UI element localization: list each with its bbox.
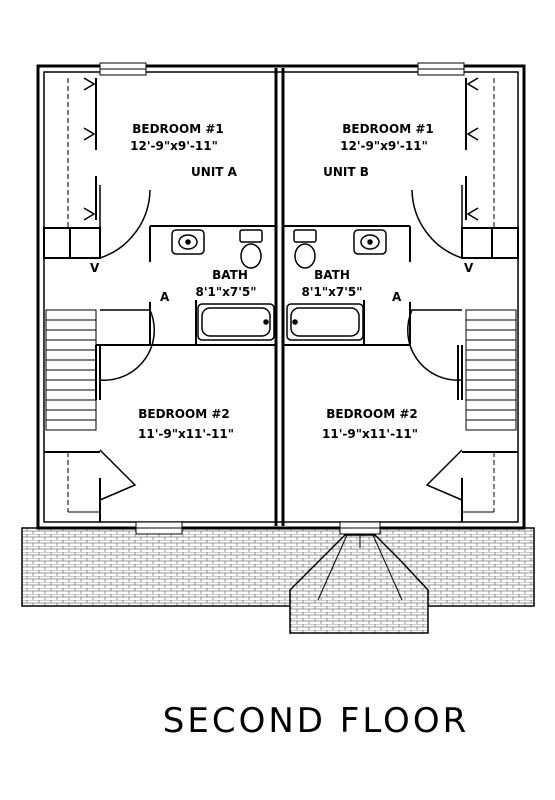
section-mark-a-a: A — [160, 290, 170, 304]
unit-a-bath-dims: 8'1"x7'5" — [196, 285, 257, 299]
unit-a-name: UNIT A — [191, 165, 238, 179]
unit-b-stairs — [465, 309, 517, 431]
unit-b-bedroom1-label: BEDROOM #1 — [342, 122, 433, 136]
unit-a-bedroom1-label: BEDROOM #1 — [132, 122, 223, 136]
unit-b-bedroom2-dims: 11'-9"x11'-11" — [322, 427, 418, 441]
section-mark-v-a: V — [90, 261, 100, 275]
unit-a-stairs — [45, 309, 97, 431]
unit-a-bedroom1-dims: 12'-9"x9'-11" — [130, 139, 218, 153]
section-mark-v-b: V — [464, 261, 474, 275]
unit-b-walls — [283, 78, 519, 522]
brick-porch — [21, 527, 535, 634]
unit-a-walls — [43, 78, 276, 522]
exterior-walls — [36, 64, 526, 530]
unit-a-bedroom2-label: BEDROOM #2 — [138, 407, 229, 421]
unit-b-name: UNIT B — [323, 165, 369, 179]
unit-a-fixtures — [171, 229, 275, 341]
unit-a-doors — [99, 185, 155, 501]
closet-door-marks — [83, 77, 479, 221]
unit-b-bedroom2-label: BEDROOM #2 — [326, 407, 417, 421]
unit-b-doors — [407, 185, 463, 501]
unit-b-bath-label: BATH — [314, 268, 350, 282]
windows — [99, 62, 465, 535]
unit-b-bedroom1-dims: 12'-9"x9'-11" — [340, 139, 428, 153]
unit-a-bedroom2-dims: 11'-9"x11'-11" — [138, 427, 234, 441]
unit-b-fixtures — [286, 229, 387, 341]
unit-a-bath-label: BATH — [212, 268, 248, 282]
unit-b-bath-dims: 8'1"x7'5" — [302, 285, 363, 299]
section-mark-a-b: A — [392, 290, 402, 304]
plan-title: SECOND FLOOR — [163, 701, 469, 741]
